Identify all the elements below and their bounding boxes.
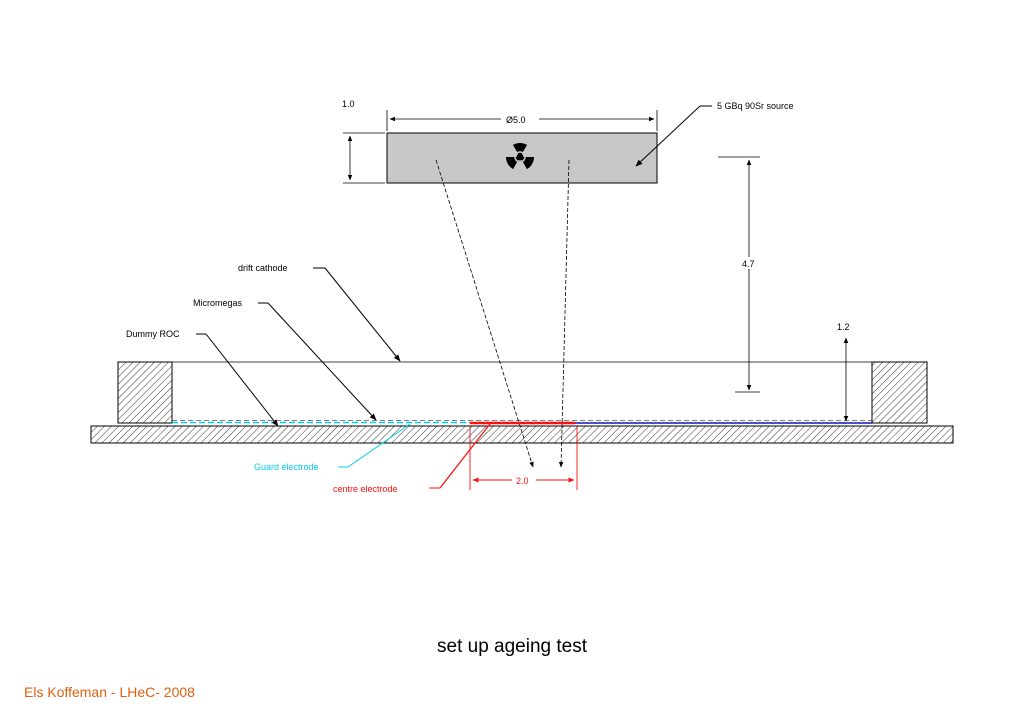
source-diameter-label: Ø5.0 xyxy=(506,115,526,125)
particle-path-left xyxy=(435,159,534,468)
drift-gap-label: 4.7 xyxy=(742,259,755,269)
dummy-roc-leader xyxy=(205,333,279,427)
source-label: 5 GBq 90Sr source xyxy=(717,101,794,111)
centre-electrode-label: centre electrode xyxy=(333,484,398,494)
radiation-trefoil-icon xyxy=(506,143,534,170)
guard-electrode-label: Guard electrode xyxy=(254,462,319,472)
diagram-caption: set up ageing test xyxy=(437,636,587,657)
source-leader xyxy=(635,105,701,167)
mesh-gap-label: 1.2 xyxy=(837,322,850,332)
micromegas-leader xyxy=(267,302,377,421)
guard-electrode-leader xyxy=(347,423,411,468)
dummy-roc-plate xyxy=(90,425,954,444)
right-spacer xyxy=(871,361,928,424)
dummy-roc-label: Dummy ROC xyxy=(126,329,180,339)
particle-path-right xyxy=(558,159,570,468)
left-spacer xyxy=(117,361,173,424)
source-thickness-label: 1.0 xyxy=(342,99,355,109)
footer-credit: Els Koffeman - LHeC- 2008 xyxy=(24,684,195,700)
centre-electrode-leader xyxy=(439,423,491,489)
drift-cathode-label: drift cathode xyxy=(238,263,288,273)
centre-width-label: 2.0 xyxy=(516,476,529,486)
micromegas-label: Micromegas xyxy=(193,298,243,308)
drift-cathode-leader xyxy=(324,267,401,362)
